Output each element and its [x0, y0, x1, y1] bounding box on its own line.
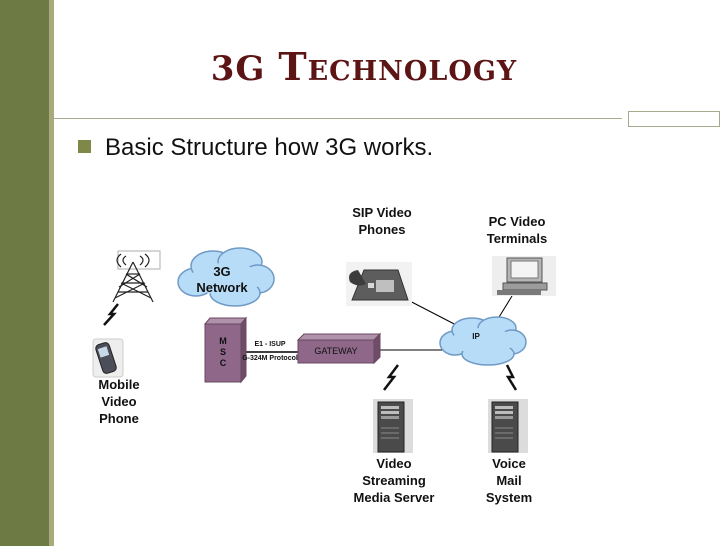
wireless-signal-streaming-icon [383, 364, 399, 391]
pc-terminal-icon [492, 256, 556, 296]
wireless-signal-voicemail-icon [505, 364, 518, 391]
title-rule [54, 118, 622, 119]
slide-title: 3G Technology [0, 44, 728, 89]
e1-isup-label: E1 - ISUP [254, 341, 286, 348]
bullet-item: Basic Structure how 3G works. [78, 133, 433, 163]
voice-mail-system-label: Voice Mail System [485, 456, 533, 505]
video-streaming-server-label: Video Streaming Media Server [353, 456, 435, 505]
msc-label: M S C [219, 336, 227, 368]
ip-label: IP [472, 332, 480, 341]
title-part-technology: Technology [278, 44, 518, 89]
gateway-label: GATEWAY [314, 346, 358, 356]
cell-tower-icon [112, 250, 161, 303]
title-part-3g: 3G [210, 49, 266, 89]
wireless-signal-mobile-icon [103, 303, 119, 326]
msc-box [203, 316, 248, 384]
mobile-phone-icon [92, 338, 124, 378]
gateway-box [296, 332, 382, 365]
sip-video-phones-label: SIP Video Phones [352, 205, 412, 237]
bullet-text: Basic Structure how 3G works. [105, 134, 434, 161]
title-rule-box [628, 111, 720, 127]
voicemail-server-icon [488, 399, 528, 453]
3g-network-cloud [177, 247, 275, 307]
pc-video-terminals-label: PC Video Terminals [486, 214, 548, 246]
sip-phone-icon [346, 262, 412, 306]
bullet-square-icon [78, 140, 91, 153]
streaming-server-icon [373, 399, 413, 453]
mobile-video-phone-label: Mobile Video Phone [98, 377, 140, 426]
slide-sidebar-accent [49, 0, 54, 546]
h324m-protocol-label: G-324M Protocol [242, 355, 298, 362]
slide-sidebar [0, 0, 49, 546]
ip-cloud [439, 316, 527, 366]
3g-network-label: 3G Network [196, 264, 248, 295]
